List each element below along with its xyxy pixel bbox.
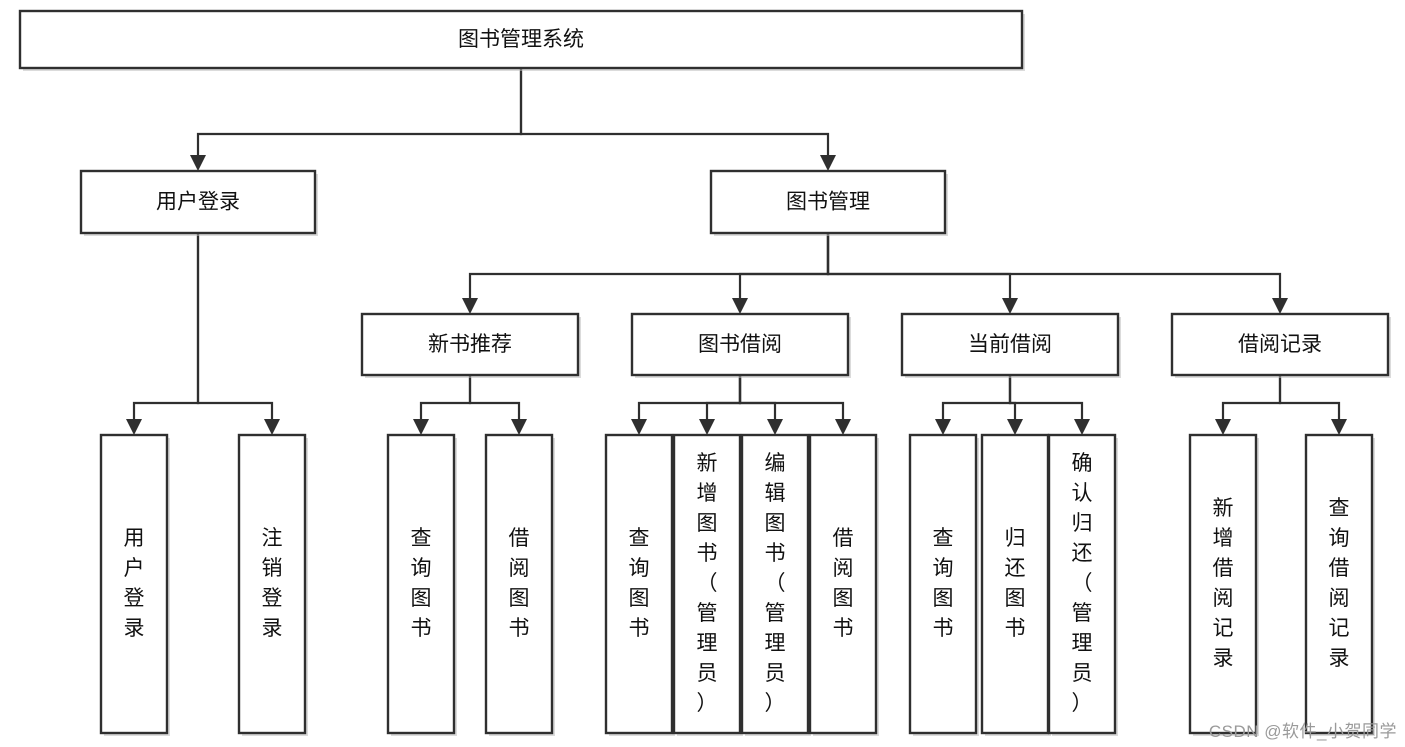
node-label: 新书推荐 <box>428 333 512 356</box>
edge-l3d-to-leaf13 <box>1278 375 1347 435</box>
arrow-head-icon <box>190 155 206 171</box>
node-label: 查询图书 <box>629 527 650 640</box>
node-leaf5[interactable]: 查询图书 <box>604 433 675 736</box>
node-leaf8[interactable]: 借阅图书 <box>808 433 879 736</box>
node-label: 图书管理系统 <box>458 28 584 51</box>
arrow-head-icon <box>126 419 142 435</box>
node-rect <box>908 433 978 735</box>
node-label: 查询图书 <box>933 527 954 640</box>
node-leaf10[interactable]: 归还图书 <box>980 433 1051 736</box>
node-label: 图书借阅 <box>698 333 782 356</box>
node-leaf7[interactable]: 编辑图书（管理员） <box>740 433 811 736</box>
node-rect <box>630 312 850 377</box>
node-rect <box>672 433 742 735</box>
edge-l3c-to-leaf9 <box>935 375 1012 435</box>
node-leaf3[interactable]: 查询图书 <box>386 433 457 736</box>
node-rect <box>360 312 580 377</box>
node-label: 当前借阅 <box>968 333 1052 356</box>
arrow-head-icon <box>767 419 783 435</box>
node-rect <box>808 433 878 735</box>
arrow-head-icon <box>264 419 280 435</box>
node-rect <box>1047 433 1117 735</box>
node-label: 用户登录 <box>156 191 240 214</box>
node-label: 图书管理 <box>786 191 870 214</box>
node-leaf4[interactable]: 借阅图书 <box>484 433 555 736</box>
node-label: 新增借阅记录 <box>1213 497 1234 670</box>
node-leaf6[interactable]: 新增图书（管理员） <box>672 433 743 736</box>
node-label: 确认归还（管理员） <box>1072 452 1093 715</box>
node-leaf9[interactable]: 查询图书 <box>908 433 979 736</box>
node-rect <box>99 433 169 735</box>
node-label: 注销登录 <box>262 527 283 640</box>
arrow-head-icon <box>1002 298 1018 314</box>
arrow-head-icon <box>835 419 851 435</box>
node-rect <box>18 9 1024 70</box>
arrow-head-icon <box>935 419 951 435</box>
node-leaf13[interactable]: 查询借阅记录 <box>1304 433 1375 736</box>
arrow-head-icon <box>1331 419 1347 435</box>
edge-root-to-l2a <box>190 68 523 171</box>
node-leaf2[interactable]: 注销登录 <box>237 433 308 736</box>
node-label: 查询图书 <box>411 527 432 640</box>
node-rect <box>604 433 674 735</box>
node-label: 编辑图书（管理员） <box>765 452 786 715</box>
edge-root-to-l2b <box>519 68 836 171</box>
arrow-head-icon <box>631 419 647 435</box>
node-label: 借阅记录 <box>1238 333 1322 356</box>
arrow-head-icon <box>511 419 527 435</box>
nodes-layer: 图书管理系统用户登录图书管理新书推荐图书借阅当前借阅借阅记录用户登录注销登录查询… <box>18 9 1391 736</box>
arrow-head-icon <box>1272 298 1288 314</box>
arrow-head-icon <box>699 419 715 435</box>
node-l3c[interactable]: 当前借阅 <box>900 312 1121 378</box>
node-label: 归还图书 <box>1005 527 1026 640</box>
arrow-head-icon <box>1007 419 1023 435</box>
node-label: 借阅图书 <box>509 527 530 640</box>
edge-l3b-to-leaf5 <box>631 375 742 435</box>
node-rect <box>709 169 947 235</box>
node-rect <box>980 433 1050 735</box>
node-l3b[interactable]: 图书借阅 <box>630 312 851 378</box>
watermark-text: CSDN @软件_小贺同学 <box>1208 722 1397 741</box>
node-rect <box>1170 312 1390 377</box>
arrow-head-icon <box>732 298 748 314</box>
node-l2a[interactable]: 用户登录 <box>79 169 318 236</box>
arrow-head-icon <box>820 155 836 171</box>
node-leaf12[interactable]: 新增借阅记录 <box>1188 433 1259 736</box>
edges-layer <box>126 68 1347 435</box>
node-rect <box>740 433 810 735</box>
node-root[interactable]: 图书管理系统 <box>18 9 1025 71</box>
node-rect <box>79 169 317 235</box>
arrow-head-icon <box>1074 419 1090 435</box>
edge-l2b-to-l3d <box>826 233 1288 314</box>
edge-l2a-to-leaf1 <box>126 233 200 435</box>
arrow-head-icon <box>462 298 478 314</box>
node-l3d[interactable]: 借阅记录 <box>1170 312 1391 378</box>
node-leaf11[interactable]: 确认归还（管理员） <box>1047 433 1118 736</box>
node-l2b[interactable]: 图书管理 <box>709 169 948 236</box>
arrow-head-icon <box>413 419 429 435</box>
node-label: 新增图书（管理员） <box>697 452 718 715</box>
edge-l3a-to-leaf3 <box>413 375 472 435</box>
arrow-head-icon <box>1215 419 1231 435</box>
node-rect <box>484 433 554 735</box>
node-label: 查询借阅记录 <box>1329 497 1350 670</box>
node-rect <box>1188 433 1258 735</box>
node-leaf1[interactable]: 用户登录 <box>99 433 170 736</box>
edge-l2b-to-l3b <box>732 233 830 314</box>
node-rect <box>900 312 1120 377</box>
node-rect <box>237 433 307 735</box>
edge-l3d-to-leaf12 <box>1215 375 1282 435</box>
node-label: 借阅图书 <box>833 527 854 640</box>
edge-l3a-to-leaf4 <box>468 375 527 435</box>
node-rect <box>1304 433 1374 735</box>
edge-l2a-to-leaf2 <box>196 233 280 435</box>
edge-l3c-to-leaf11 <box>1008 375 1090 435</box>
node-l3a[interactable]: 新书推荐 <box>360 312 581 378</box>
edge-l3b-to-leaf7 <box>738 375 783 435</box>
node-label: 用户登录 <box>124 527 145 640</box>
edge-l3b-to-leaf6 <box>699 375 742 435</box>
node-rect <box>386 433 456 735</box>
edge-l3b-to-leaf8 <box>738 375 851 435</box>
